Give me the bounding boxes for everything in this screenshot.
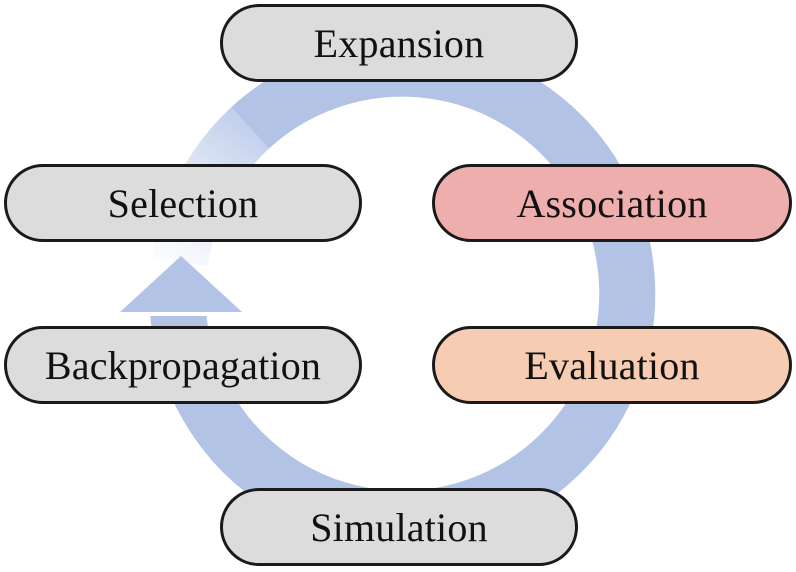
cycle-arrowhead	[120, 256, 242, 312]
backpropagation-node: Backpropagation	[4, 326, 362, 404]
expansion-node: Expansion	[220, 4, 578, 82]
association-node: Association	[432, 164, 792, 242]
simulation-node: Simulation	[220, 488, 578, 566]
selection-node: Selection	[4, 164, 362, 242]
evaluation-node: Evaluation	[432, 326, 792, 404]
